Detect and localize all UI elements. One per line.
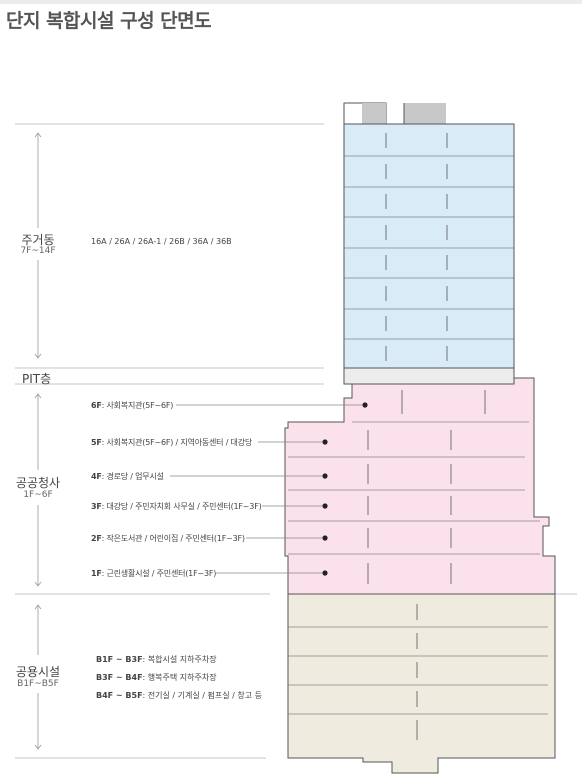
floor-number: 1F bbox=[91, 569, 102, 578]
basement-floor-range: B3F ~ B4F bbox=[96, 673, 143, 682]
arrowhead-basement-down bbox=[34, 744, 42, 750]
rooftop bbox=[343, 102, 446, 125]
floor-description: : 사회복지관(5F~6F) / 지역아동센터 / 대강당 bbox=[101, 438, 253, 447]
government-floor-lines bbox=[288, 421, 540, 555]
arrowhead-residential-down bbox=[34, 353, 42, 359]
floor-number: 6F bbox=[91, 401, 102, 410]
rooftop-block-right bbox=[404, 103, 446, 124]
floor-label-2f: 2F: 작은도서관 / 어린이집 / 주민센터(1F~3F) bbox=[91, 533, 245, 544]
floor-number: 5F bbox=[91, 438, 102, 447]
dot-4f bbox=[322, 473, 328, 479]
basement-floor-range: B1F ~ B3F bbox=[96, 655, 143, 664]
basement bbox=[287, 593, 556, 774]
dot-3f bbox=[322, 503, 328, 509]
floor-description: : 사회복지관(5F~6F) bbox=[101, 401, 174, 410]
zone-government-range: 1F~6F bbox=[23, 490, 53, 500]
dot-6f bbox=[362, 402, 368, 408]
floor-leader-lines bbox=[170, 404, 362, 574]
floor-label-1f: 1F: 근린생활시설 / 주민센터(1F~3F) bbox=[91, 568, 216, 579]
basement-floor-lines bbox=[288, 626, 548, 715]
floor-label-3f: 3F: 대강당 / 주민자치회 사무실 / 주민센터(1F~3F) bbox=[91, 501, 262, 512]
government-building bbox=[284, 377, 556, 595]
zone-separators bbox=[15, 123, 577, 759]
floor-number: 4F bbox=[91, 472, 102, 481]
arrowhead-residential-up bbox=[34, 132, 42, 138]
top-shade bbox=[0, 0, 582, 4]
residential-units: 16A / 26A / 26A-1 / 26B / 36A / 36B bbox=[91, 237, 232, 246]
dot-2f bbox=[322, 535, 328, 541]
zone-basement-name: 공용시설 bbox=[15, 665, 61, 679]
rooftop-block-left bbox=[362, 103, 386, 124]
range-arrows bbox=[34, 132, 42, 750]
dot-5f bbox=[322, 439, 328, 445]
floor-label-5f: 5F: 사회복지관(5F~6F) / 지역아동센터 / 대강당 bbox=[91, 437, 252, 448]
zone-residential-name: 주거동 bbox=[21, 233, 55, 247]
residential-core-ticks bbox=[385, 133, 448, 361]
zone-residential-range: 7F~14F bbox=[20, 246, 56, 256]
basement-line-b4-b5: B4F ~ B5F: 전기실 / 기계실 / 펌프실 / 창고 등 bbox=[96, 690, 262, 701]
floor-description: : 근린생활시설 / 주민센터(1F~3F) bbox=[101, 569, 217, 578]
floor-number: 2F bbox=[91, 534, 102, 543]
basement-line-b3-b4: B3F ~ B4F: 행복주택 지하주차장 bbox=[96, 672, 217, 683]
floor-description: : 작은도서관 / 어린이집 / 주민센터(1F~3F) bbox=[101, 534, 245, 543]
basement-description: : 행복주택 지하주차장 bbox=[142, 673, 217, 682]
basement-floor-range: B4F ~ B5F bbox=[96, 691, 143, 700]
dot-1f bbox=[322, 570, 328, 576]
page-title: 단지 복합시설 구성 단면도 bbox=[6, 10, 212, 32]
floor-description: : 대강당 / 주민자치회 사무실 / 주민센터(1F~3F) bbox=[101, 502, 262, 511]
arrowhead-government-up bbox=[34, 393, 42, 399]
basement-line-b1-b3: B1F ~ B3F: 복합시설 지하주차장 bbox=[96, 654, 217, 665]
zone-basement-range: B1F~B5F bbox=[17, 679, 59, 689]
arrowhead-government-down bbox=[34, 581, 42, 587]
basement-description: : 복합시설 지하주차장 bbox=[142, 655, 217, 664]
pit-level bbox=[343, 367, 515, 385]
arrowhead-basement-up bbox=[34, 604, 42, 610]
floor-description: : 경로당 / 업무시설 bbox=[101, 472, 164, 481]
pit-label: PIT층 bbox=[22, 372, 52, 386]
zone-government-name: 공공청사 bbox=[15, 476, 61, 490]
basement-description: : 전기실 / 기계실 / 펌프실 / 창고 등 bbox=[142, 691, 262, 700]
residential-tower bbox=[343, 123, 515, 369]
floor-label-4f: 4F: 경로당 / 업무시설 bbox=[91, 471, 164, 482]
floor-dots bbox=[322, 402, 368, 576]
government-core-ticks bbox=[367, 390, 486, 584]
floor-number: 3F bbox=[91, 502, 102, 511]
residential-floor-lines bbox=[344, 155, 514, 340]
floor-label-6f: 6F: 사회복지관(5F~6F) bbox=[91, 400, 173, 411]
